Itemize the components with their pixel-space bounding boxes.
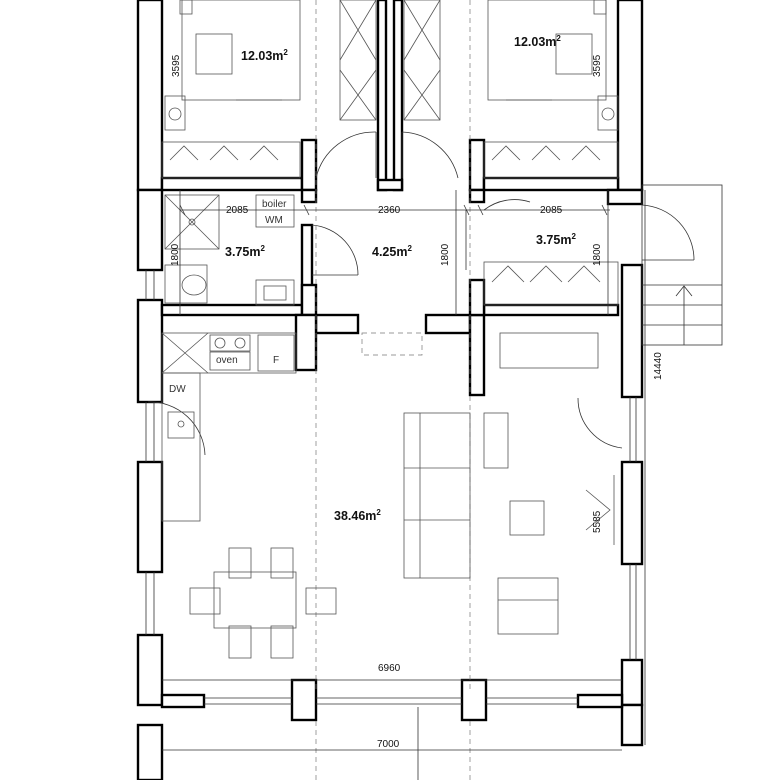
entrance-stairs [641,184,723,346]
bedroom-left-furniture [161,0,301,179]
dim-total-height: 14440 [653,352,664,380]
dim-hall-height: 1800 [440,243,451,266]
area-living: 38.46m2 [334,508,381,523]
bathroom-furniture [164,194,295,306]
dim-hall-width: 2360 [378,205,401,216]
area-wardrobe: 3.75m2 [536,232,576,247]
label-boiler: boiler [262,199,287,210]
dim-living-width: 6960 [378,663,401,674]
corridor-cabinets [339,0,441,121]
dim-wardrobe-height: 1800 [592,243,603,266]
area-bathroom: 3.75m2 [225,244,265,259]
wardrobe-furniture [483,261,619,306]
dim-bath-width: 2085 [226,205,249,216]
area-bedroom-right: 12.03m2 [514,34,561,49]
kitchen-furniture [161,332,297,522]
label-washing-machine: WM [265,215,283,226]
doors [147,131,695,780]
dim-bedroom-right-height: 3595 [592,54,603,77]
area-bedroom-left: 12.03m2 [241,48,288,63]
dim-living-depth: 5585 [592,510,603,533]
label-dishwasher: DW [169,384,186,395]
bedroom-right-furniture [483,0,619,179]
living-furniture [189,332,615,659]
dimension-lines [162,190,646,751]
area-hall: 4.25m2 [372,244,412,259]
windows [145,270,637,705]
label-fridge: F [273,355,279,366]
dim-bath-height: 1800 [170,243,181,266]
label-oven: oven [216,355,238,366]
dim-bedroom-left-height: 3595 [171,54,182,77]
dim-wardrobe-width: 2085 [540,205,563,216]
dim-terrace-width: 7000 [377,739,400,750]
